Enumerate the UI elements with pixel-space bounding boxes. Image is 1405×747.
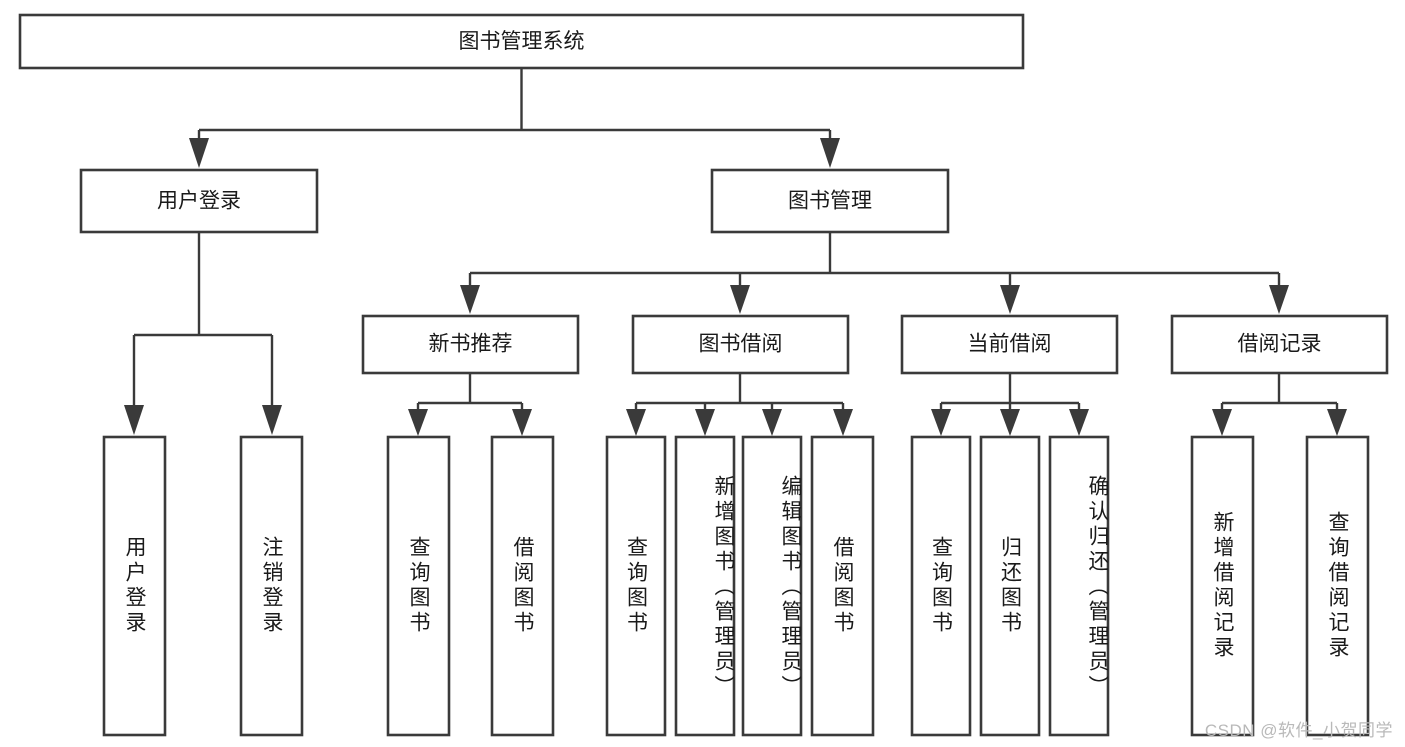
book-borrow-box[interactable] bbox=[631, 314, 850, 375]
leaf-query-book-3-text-wrap: 查询图书 bbox=[929, 536, 953, 636]
arrow-to-book-borrow bbox=[730, 285, 750, 314]
leaf-query-book-1-text-wrap: 查询图书 bbox=[407, 536, 430, 636]
node-leaf-confirm-return[interactable]: 确认归还（管理员） bbox=[1048, 435, 1110, 737]
leaf-query-book-2-box[interactable] bbox=[605, 435, 667, 737]
arrow-to-user-login bbox=[189, 138, 209, 168]
node-leaf-borrow-book-2[interactable]: 借阅图书 bbox=[810, 435, 875, 737]
arrow-to-leaf-query-book-2 bbox=[626, 409, 646, 436]
arrow-to-leaf-borrow-book-1 bbox=[512, 409, 532, 436]
new-book-recommend-box[interactable] bbox=[361, 314, 580, 375]
node-leaf-return-book[interactable]: 归还图书 bbox=[979, 435, 1041, 737]
new-book-recommend-label: 新书推荐 bbox=[429, 333, 513, 356]
leaf-edit-book-box[interactable] bbox=[741, 435, 803, 737]
leaf-user-login-box[interactable] bbox=[102, 435, 167, 737]
arrow-to-leaf-query-book-1 bbox=[408, 409, 428, 436]
borrow-record-box[interactable] bbox=[1170, 314, 1389, 375]
node-leaf-query-book-2[interactable]: 查询图书 bbox=[605, 435, 667, 737]
current-borrow-box[interactable] bbox=[900, 314, 1119, 375]
arrow-to-leaf-return-book bbox=[1000, 409, 1020, 436]
leaf-borrow-book-2-label: 借阅图书 bbox=[831, 536, 854, 636]
leaf-return-book-label: 归还图书 bbox=[998, 536, 1022, 636]
node-leaf-user-login[interactable]: 用户登录 bbox=[102, 435, 167, 737]
node-borrow-record[interactable]: 借阅记录 bbox=[1170, 314, 1389, 375]
arrow-to-leaf-borrow-book-2 bbox=[833, 409, 853, 436]
leaf-query-book-1-label: 查询图书 bbox=[407, 536, 430, 636]
arrow-to-borrow-record bbox=[1269, 285, 1289, 314]
leaf-add-record-box[interactable] bbox=[1190, 435, 1255, 737]
leaf-query-book-1-box[interactable] bbox=[386, 435, 451, 737]
leaf-user-login-label: 用户登录 bbox=[123, 536, 146, 636]
arrow-to-leaf-edit-book bbox=[762, 409, 782, 436]
edges-layer bbox=[124, 68, 1347, 436]
leaf-query-book-3-label: 查询图书 bbox=[929, 536, 953, 636]
arrow-to-new-book-recommend bbox=[460, 285, 480, 314]
arrow-to-current-borrow bbox=[1000, 285, 1020, 314]
leaf-query-book-2-text-wrap: 查询图书 bbox=[624, 536, 648, 636]
user-login-label: 用户登录 bbox=[157, 190, 241, 213]
node-new-book-recommend[interactable]: 新书推荐 bbox=[361, 314, 580, 375]
arrow-to-leaf-query-book-3 bbox=[931, 409, 951, 436]
leaf-logout-login-box[interactable] bbox=[239, 435, 304, 737]
root-box[interactable] bbox=[18, 13, 1025, 70]
leaf-confirm-return-text-wrap: 确认归还（管理员） bbox=[1086, 474, 1108, 700]
leaf-add-book-label: 新增图书（管理员） bbox=[712, 474, 734, 700]
arrow-to-leaf-confirm-return bbox=[1069, 409, 1089, 436]
arrow-to-leaf-query-record bbox=[1327, 409, 1347, 436]
leaf-add-book-box[interactable] bbox=[674, 435, 736, 737]
book-manage-label: 图书管理 bbox=[788, 190, 872, 213]
root-label: 图书管理系统 bbox=[459, 30, 585, 53]
node-leaf-query-record[interactable]: 查询借阅记录 bbox=[1305, 435, 1370, 737]
leaf-add-record-label: 新增借阅记录 bbox=[1211, 511, 1234, 661]
leaf-borrow-book-2-box[interactable] bbox=[810, 435, 875, 737]
leaf-confirm-return-label: 确认归还（管理员） bbox=[1086, 474, 1108, 700]
node-book-borrow[interactable]: 图书借阅 bbox=[631, 314, 850, 375]
leaf-query-record-text-wrap: 查询借阅记录 bbox=[1326, 511, 1349, 661]
arrow-to-leaf-add-record bbox=[1212, 409, 1232, 436]
leaf-query-book-2-label: 查询图书 bbox=[624, 536, 648, 636]
arrow-to-leaf-logout-login bbox=[262, 405, 282, 435]
arrow-to-leaf-add-book bbox=[695, 409, 715, 436]
node-user-login[interactable]: 用户登录 bbox=[79, 168, 319, 234]
leaf-add-book-text-wrap: 新增图书（管理员） bbox=[712, 474, 734, 700]
current-borrow-label: 当前借阅 bbox=[968, 333, 1052, 356]
leaf-query-record-label: 查询借阅记录 bbox=[1326, 511, 1349, 661]
book-manage-box[interactable] bbox=[710, 168, 950, 234]
node-leaf-borrow-book-1[interactable]: 借阅图书 bbox=[490, 435, 555, 737]
node-leaf-logout-login[interactable]: 注销登录 bbox=[239, 435, 304, 737]
leaf-edit-book-text-wrap: 编辑图书（管理员） bbox=[779, 474, 801, 700]
leaf-return-book-box[interactable] bbox=[979, 435, 1041, 737]
leaf-add-record-text-wrap: 新增借阅记录 bbox=[1211, 511, 1234, 661]
arrow-to-leaf-user-login bbox=[124, 405, 144, 435]
node-current-borrow[interactable]: 当前借阅 bbox=[900, 314, 1119, 375]
user-login-box[interactable] bbox=[79, 168, 319, 234]
node-book-manage[interactable]: 图书管理 bbox=[710, 168, 950, 234]
leaf-confirm-return-box[interactable] bbox=[1048, 435, 1110, 737]
leaf-logout-login-text-wrap: 注销登录 bbox=[260, 536, 283, 636]
node-leaf-query-book-1[interactable]: 查询图书 bbox=[386, 435, 451, 737]
leaf-query-book-3-box[interactable] bbox=[910, 435, 972, 737]
borrow-record-label: 借阅记录 bbox=[1238, 333, 1322, 356]
leaf-logout-login-label: 注销登录 bbox=[260, 536, 283, 636]
leaf-borrow-book-1-box[interactable] bbox=[490, 435, 555, 737]
node-leaf-add-book[interactable]: 新增图书（管理员） bbox=[674, 435, 736, 737]
leaf-borrow-book-1-label: 借阅图书 bbox=[511, 536, 534, 636]
leaf-return-book-text-wrap: 归还图书 bbox=[998, 536, 1022, 636]
node-leaf-edit-book[interactable]: 编辑图书（管理员） bbox=[741, 435, 803, 737]
leaf-edit-book-label: 编辑图书（管理员） bbox=[779, 474, 801, 700]
node-root-system[interactable]: 图书管理系统 bbox=[18, 13, 1025, 70]
leaf-borrow-book-2-text-wrap: 借阅图书 bbox=[831, 536, 854, 636]
arrow-to-book-manage bbox=[820, 138, 840, 168]
node-leaf-query-book-3[interactable]: 查询图书 bbox=[910, 435, 972, 737]
node-leaf-add-record[interactable]: 新增借阅记录 bbox=[1190, 435, 1255, 737]
leaf-query-record-box[interactable] bbox=[1305, 435, 1370, 737]
book-borrow-label: 图书借阅 bbox=[699, 333, 783, 356]
leaf-borrow-book-1-text-wrap: 借阅图书 bbox=[511, 536, 534, 636]
leaf-user-login-text-wrap: 用户登录 bbox=[123, 536, 146, 636]
